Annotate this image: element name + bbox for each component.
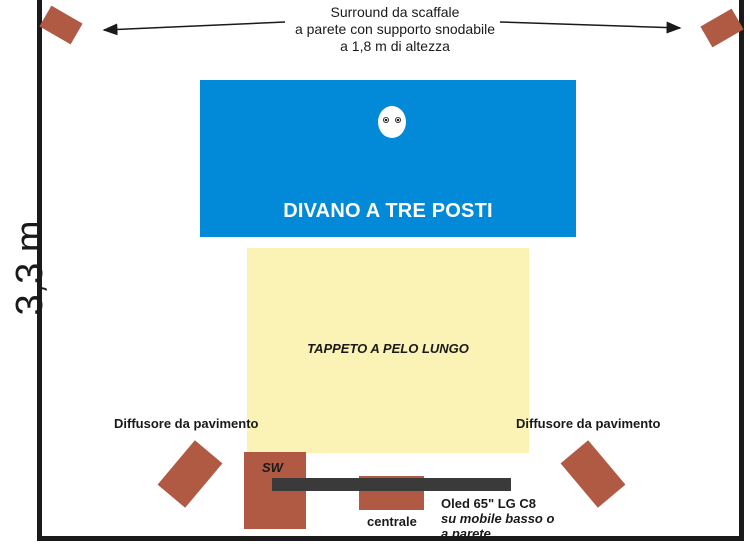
floor-speaker-right-label: Diffusore da pavimento xyxy=(516,416,661,431)
surround-label-line-2: a parete con supporto snodabile xyxy=(294,21,496,37)
tv-furniture-line-2: a parete xyxy=(441,526,491,541)
rug: TAPPETO A PELO LUNGO xyxy=(247,248,529,453)
listener-head-icon xyxy=(378,106,406,138)
tv-label: Oled 65" LG C8 xyxy=(441,496,537,511)
surround-label-line-1: Surround da scaffale xyxy=(330,4,460,20)
arrow-to-left-surround xyxy=(102,21,286,36)
center-speaker-label: centrale xyxy=(367,514,417,529)
subwoofer-label: SW xyxy=(262,460,283,475)
sofa: DIVANO A TRE POSTI xyxy=(200,80,576,237)
room-walls xyxy=(37,0,744,541)
rug-label: TAPPETO A PELO LUNGO xyxy=(307,341,469,356)
arrow-to-right-surround xyxy=(499,21,682,34)
tv xyxy=(272,478,511,491)
floor-speaker-left-label: Diffusore da pavimento xyxy=(114,416,259,431)
surround-label: Surround da scaffale a parete con suppor… xyxy=(240,4,550,55)
surround-label-line-3: a 1,8 m di altezza xyxy=(340,38,450,54)
sofa-label: DIVANO A TRE POSTI xyxy=(283,200,493,222)
tv-furniture-line-1: su mobile basso o xyxy=(441,511,555,526)
tv-furniture-label: su mobile basso o a parete xyxy=(441,511,554,541)
room-dimension-label: 3,3 m xyxy=(9,220,51,316)
